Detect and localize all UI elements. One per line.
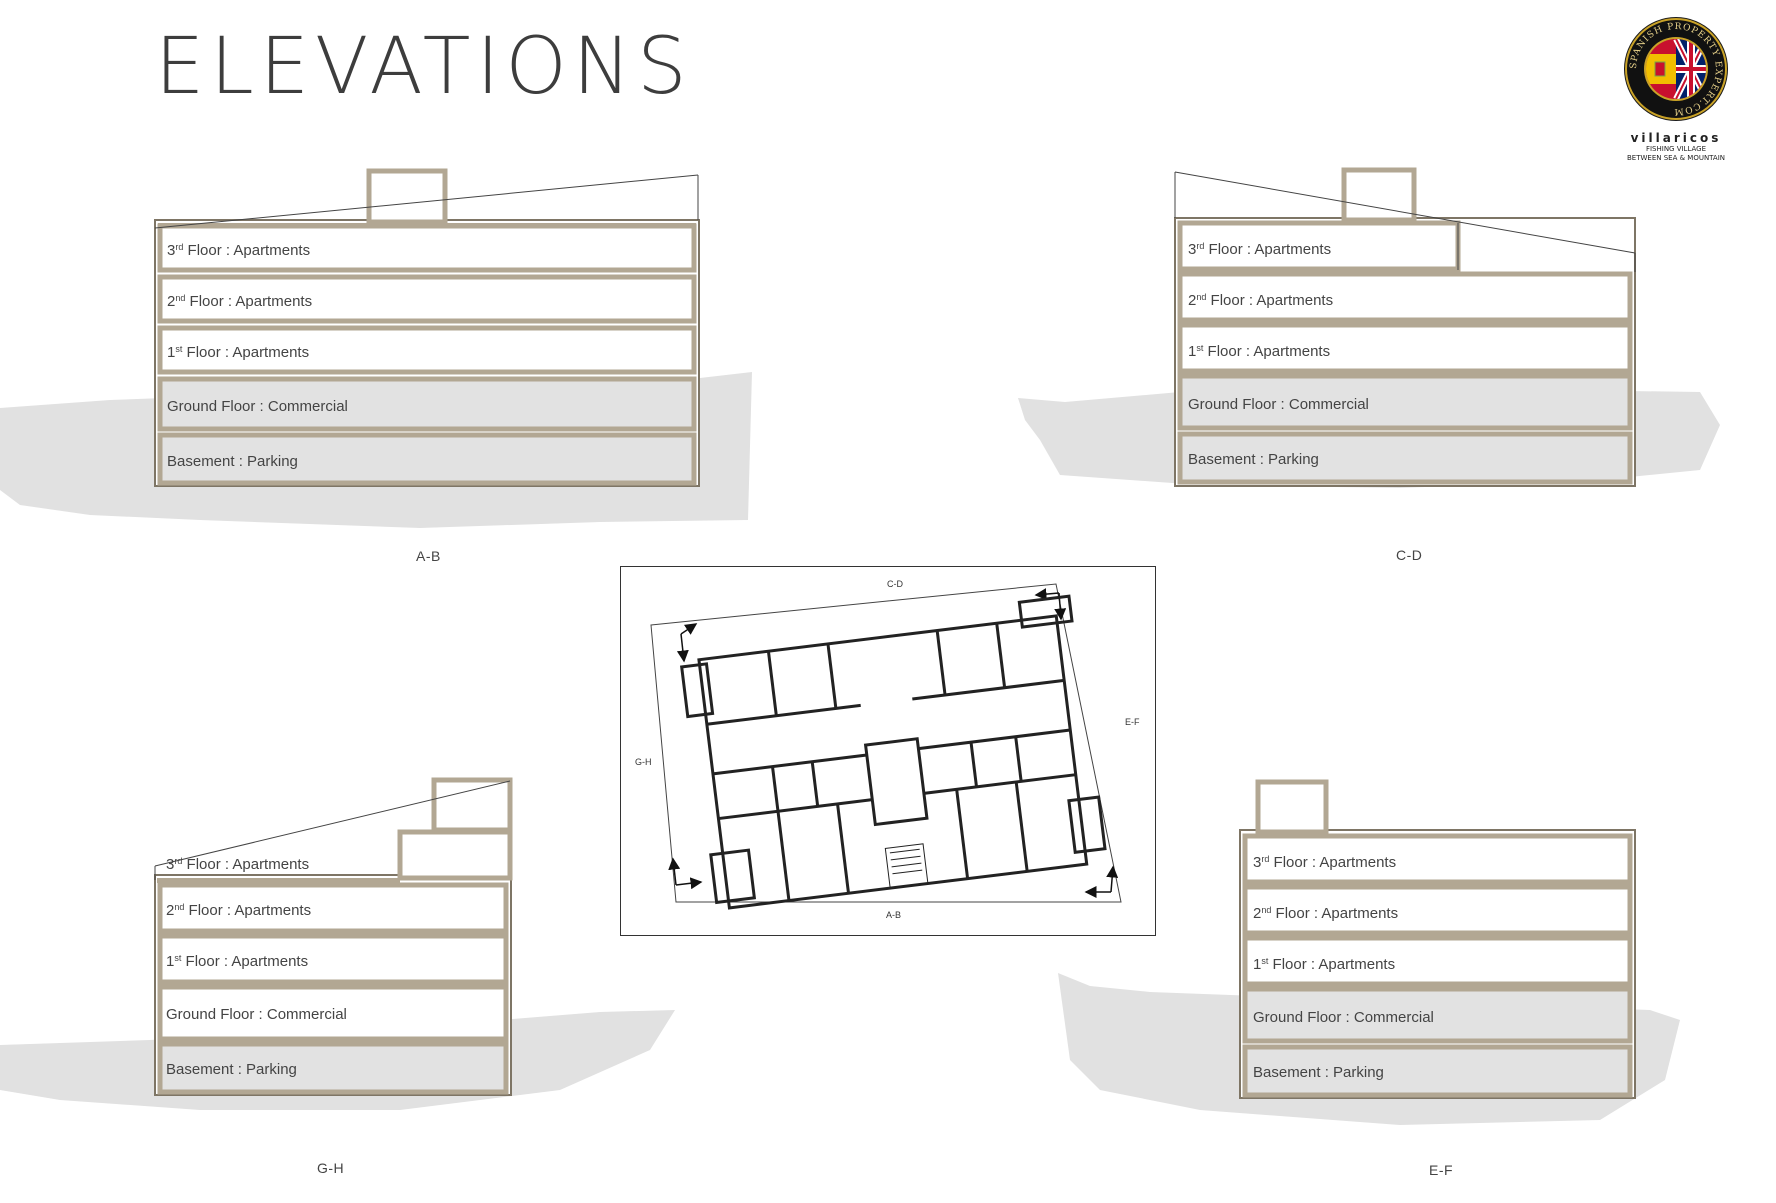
- floor-label: 1st Floor : Apartments: [1253, 956, 1395, 973]
- floor-label: 2nd Floor : Apartments: [1253, 905, 1398, 922]
- elevation-label-ab: A-B: [416, 548, 441, 564]
- floor-labels-cd: 3rd Floor : Apartments 2nd Floor : Apart…: [1188, 241, 1369, 468]
- elevation-cd: [1174, 167, 1636, 487]
- floor-label: Basement : Parking: [166, 1061, 297, 1078]
- floor-label: 1st Floor : Apartments: [167, 344, 309, 361]
- floor-label: 1st Floor : Apartments: [1188, 343, 1330, 360]
- elevation-ab: [154, 168, 700, 487]
- logo-name: villaricos: [1630, 131, 1722, 145]
- site-plan-label-bottom: A-B: [886, 910, 902, 920]
- floor-label: Basement : Parking: [167, 453, 298, 470]
- logo-tagline-2: BETWEEN SEA & MOUNTAIN: [1626, 154, 1726, 162]
- floor-label: Ground Floor : Commercial: [167, 398, 348, 415]
- floor-label: Basement : Parking: [1253, 1064, 1384, 1081]
- logo-tagline-1: FISHING VILLAGE: [1645, 145, 1707, 153]
- elevation-label-ef: E-F: [1429, 1162, 1454, 1178]
- elevation-label-gh: G-H: [317, 1160, 345, 1176]
- logo-emblem-icon: SPANISH PROPERTY EXPERT.COM: [1624, 17, 1728, 121]
- floor-label: 2nd Floor : Apartments: [167, 293, 312, 310]
- site-plan-label-top: C-D: [887, 579, 903, 589]
- floor-labels-ef: 3rd Floor : Apartments 2nd Floor : Apart…: [1253, 854, 1434, 1081]
- site-plan-label-left: G-H: [635, 757, 652, 767]
- floor-label: Ground Floor : Commercial: [1188, 396, 1369, 413]
- floor-label: Ground Floor : Commercial: [166, 1006, 347, 1023]
- elevation-label-cd: C-D: [1396, 547, 1423, 563]
- site-plan: C-D A-B G-H E-F: [620, 566, 1156, 936]
- floor-label: 3rd Floor : Apartments: [1253, 854, 1396, 871]
- floor-label: 2nd Floor : Apartments: [1188, 292, 1333, 309]
- floor-label: 3rd Floor : Apartments: [1188, 241, 1331, 258]
- floor-labels-gh: 3rd Floor : Apartments 2nd Floor : Apart…: [166, 856, 347, 1078]
- elevation-gh: [154, 777, 513, 1096]
- floor-label: 2nd Floor : Apartments: [166, 902, 311, 919]
- logo: SPANISH PROPERTY EXPERT.COM villaricos F…: [1604, 14, 1748, 163]
- floor-label: Basement : Parking: [1188, 451, 1319, 468]
- elevation-ef: [1239, 779, 1636, 1099]
- floor-label: 3rd Floor : Apartments: [167, 242, 310, 259]
- floor-label: 3rd Floor : Apartments: [166, 856, 309, 873]
- floor-label: 1st Floor : Apartments: [166, 953, 308, 970]
- page-title: ELEVATIONS: [155, 22, 693, 112]
- floor-label: Ground Floor : Commercial: [1253, 1009, 1434, 1026]
- floor-labels-ab: 3rd Floor : Apartments 2nd Floor : Apart…: [167, 242, 348, 470]
- site-plan-drawing: [650, 583, 1122, 910]
- site-plan-label-right: E-F: [1125, 717, 1140, 727]
